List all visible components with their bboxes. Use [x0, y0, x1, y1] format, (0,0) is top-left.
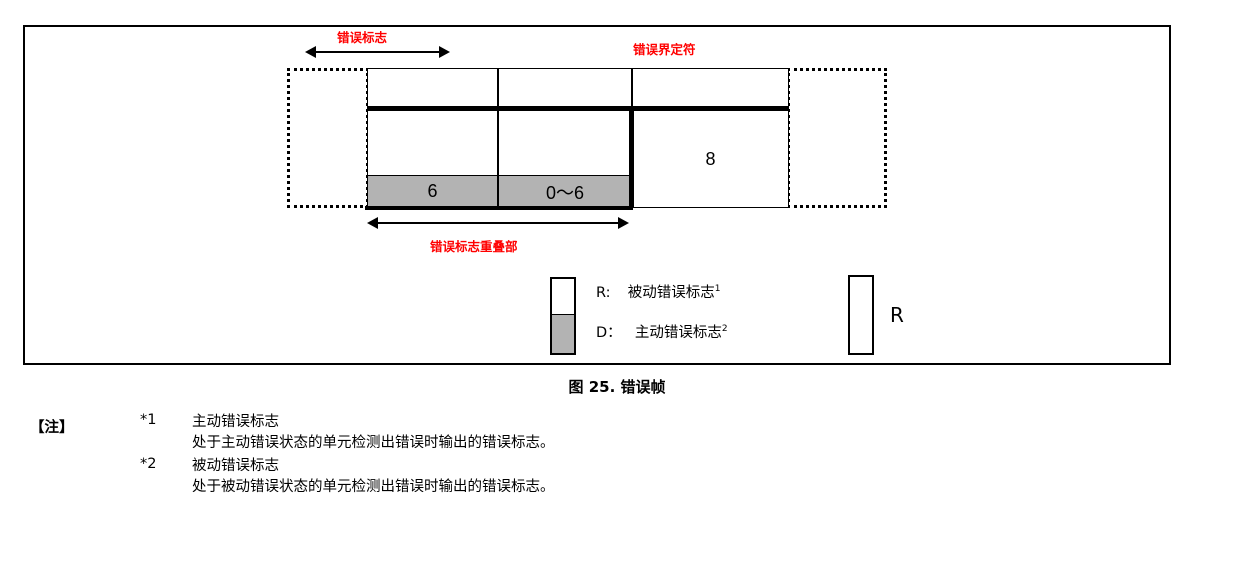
note-title: 主动错误标志 [192, 414, 279, 430]
legend-swatch [550, 277, 576, 355]
note-title: 被动错误标志 [192, 458, 279, 475]
note-marker: *1 [140, 412, 157, 428]
legend: R: 被动错误标志1 D： 主动错误标志2 R [550, 275, 950, 370]
arrow-shaft [375, 222, 621, 224]
bit-field-diagram: 6 0～6 8 [287, 68, 887, 210]
frame-segment-after-dotted [787, 68, 887, 208]
legend-swatch-dominant [552, 314, 574, 353]
cell-error-flag-dominant: 6 [367, 175, 498, 208]
legend-recessive-box [848, 275, 874, 355]
notes-header: 【注】 [30, 420, 74, 436]
cell-error-flag-overlap: 0～6 [498, 68, 632, 208]
legend-recessive-note-ref: 1 [714, 284, 721, 295]
arrow-head-left-icon [367, 217, 378, 229]
cell-error-delimiter: 8 [632, 68, 789, 208]
annotation-overlap-arrow [367, 217, 629, 229]
cell-error-flag-recessive-top [367, 68, 498, 106]
cell-overlap-recessive-mid [498, 110, 632, 175]
legend-item-recessive: R: 被动错误标志1 [596, 281, 720, 302]
legend-dominant-text: 主动错误标志 [634, 325, 722, 341]
arrow-shaft [313, 51, 442, 53]
legend-recessive-text: 被动错误标志 [627, 285, 715, 301]
notes-entries: *1 主动错误标志 处于主动错误状态的单元检测出错误时输出的错误标志。 *2 被动错… [140, 412, 555, 500]
figure-caption: 图 25. 错误帧 [568, 378, 666, 396]
note-entry: *1 主动错误标志 处于主动错误状态的单元检测出错误时输出的错误标志。 [140, 412, 555, 454]
note-entry: *2 被动错误标志 处于被动错误状态的单元检测出错误时输出的错误标志。 [140, 456, 555, 498]
annotation-error-delimiter-label: 错误界定符 [633, 42, 696, 57]
arrow-head-right-icon [618, 217, 629, 229]
cell-overlap-recessive-top [498, 68, 632, 106]
dominant-recessive-divider-line [367, 106, 789, 111]
annotation-overlap-label: 错误标志重叠部 [430, 239, 518, 254]
note-marker: *2 [140, 456, 157, 473]
cell-overlap-dominant: 0～6 [498, 175, 632, 208]
cell-error-flag-recessive-mid [367, 110, 498, 175]
overlap-end-boundary-line [629, 106, 634, 208]
cell-error-flag: 6 [367, 68, 498, 208]
frame-segment-before-dotted [287, 68, 369, 208]
bit-field-cells: 6 0～6 8 [367, 68, 789, 208]
legend-dominant-note-ref: 2 [721, 324, 728, 335]
legend-recessive-box-label: R [890, 303, 904, 327]
dominant-baseline [365, 206, 633, 210]
note-body: 处于被动错误状态的单元检测出错误时输出的错误标志。 [192, 479, 555, 496]
legend-item-dominant: D： 主动错误标志2 [596, 321, 728, 342]
arrow-head-right-icon [439, 46, 450, 58]
cell-delimiter-top [632, 68, 789, 106]
note-body: 处于主动错误状态的单元检测出错误时输出的错误标志。 [192, 435, 555, 452]
legend-recessive-code: R: [596, 285, 611, 301]
annotation-error-flag-arrow [305, 46, 450, 58]
legend-dominant-code: D： [596, 325, 622, 341]
arrow-head-left-icon [305, 46, 316, 58]
cell-delimiter-recessive: 8 [632, 110, 789, 208]
annotation-error-flag-label: 错误标志 [337, 30, 388, 45]
figure-frame: 错误标志 错误界定符 6 0～6 8 [23, 25, 1171, 365]
